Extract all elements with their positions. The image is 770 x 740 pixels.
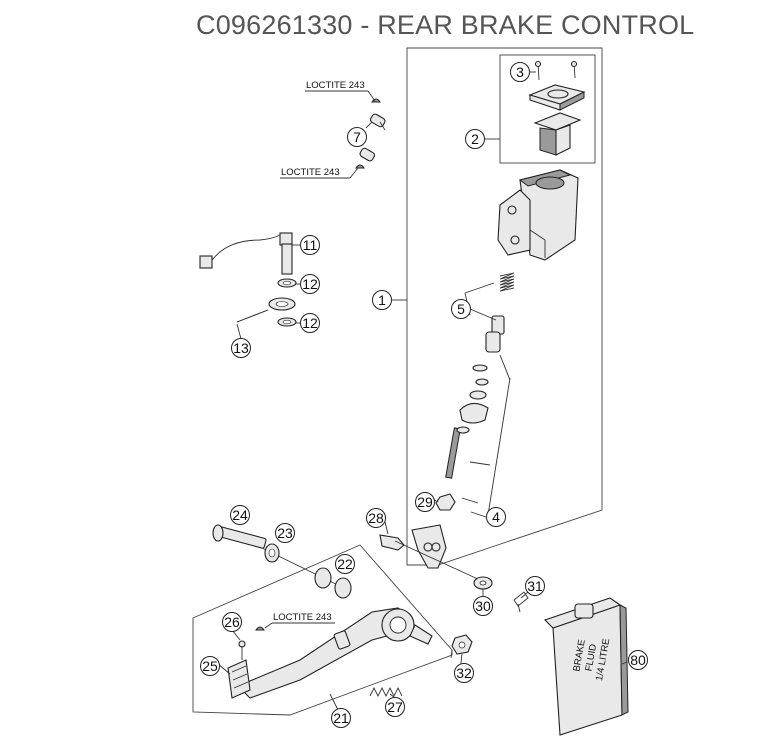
callout-28: 28 xyxy=(366,508,386,528)
locknut-part xyxy=(435,493,456,511)
callout-number: 5 xyxy=(457,301,465,317)
callout-31: 31 xyxy=(525,576,545,596)
callout-number: 32 xyxy=(456,665,472,681)
loctite-label: LOCTITE 243 xyxy=(306,80,365,91)
brake-pedal-part xyxy=(237,607,433,699)
callout-12: 12 xyxy=(300,313,320,333)
callout-11: 11 xyxy=(300,235,320,255)
callout-number: 80 xyxy=(630,652,646,668)
page-title: C096261330 - REAR BRAKE CONTROL xyxy=(196,10,695,40)
callout-number: 24 xyxy=(232,507,248,523)
callout-29: 29 xyxy=(415,492,435,512)
callout-2: 2 xyxy=(465,129,485,149)
brake-light-switch-part xyxy=(199,232,293,275)
bushing-part xyxy=(314,567,352,599)
callout-5: 5 xyxy=(451,299,471,319)
callout-number: 7 xyxy=(353,129,361,145)
brake-fluid-bottle-part xyxy=(543,597,629,736)
callout-number: 30 xyxy=(475,598,491,614)
callout-number: 4 xyxy=(492,509,500,525)
callout-24: 24 xyxy=(230,505,250,525)
callout-number: 22 xyxy=(337,556,353,572)
callout-1: 1 xyxy=(372,290,392,310)
brake-pedal-group-frame xyxy=(192,544,453,716)
callout-25: 25 xyxy=(200,656,220,676)
loctite-annotation: LOCTITE 243 xyxy=(280,167,359,179)
brake-fluid-label-line2: FLUID xyxy=(584,643,600,672)
callout-number: 23 xyxy=(277,525,293,541)
callout-26: 26 xyxy=(222,612,242,632)
loctite-annotation: LOCTITE 243 xyxy=(264,612,335,629)
callout-27: 27 xyxy=(385,697,405,717)
brake-hose-part xyxy=(236,297,296,323)
callout-23: 23 xyxy=(275,523,295,543)
reservoir-cap-group-frame xyxy=(499,54,596,164)
callout-32: 32 xyxy=(454,663,474,683)
brake-fluid-label: BRAKE FLUID 1/4 LITRE xyxy=(571,638,612,682)
callout-number: 29 xyxy=(417,494,433,510)
footrest-tip-part xyxy=(227,626,265,699)
callout-number: 11 xyxy=(303,237,318,253)
callout-number: 26 xyxy=(224,614,240,630)
callout-number: 31 xyxy=(527,578,543,594)
callout-number: 21 xyxy=(333,710,349,726)
callout-4: 4 xyxy=(486,507,506,527)
callout-number: 13 xyxy=(233,340,249,356)
callout-12: 12 xyxy=(300,274,320,294)
pivot-bolt-part xyxy=(212,524,349,591)
callout-13: 13 xyxy=(231,338,251,358)
loctite-annotation: LOCTITE 243 xyxy=(305,80,376,102)
callout-leader-lines xyxy=(217,71,628,711)
master-cylinder-body xyxy=(497,169,579,261)
washer-part xyxy=(473,576,493,590)
callout-number: 25 xyxy=(202,658,218,674)
callout-80: 80 xyxy=(628,650,648,670)
callout-number: 12 xyxy=(302,315,318,331)
split-pin-part xyxy=(513,591,529,613)
callout-number: 12 xyxy=(302,276,318,292)
banjo-bolt-part xyxy=(355,98,386,169)
clevis-fork-part xyxy=(379,524,481,581)
callout-number: 28 xyxy=(368,510,384,526)
callout-number: 2 xyxy=(471,131,479,147)
callout-number: 3 xyxy=(516,64,524,80)
callout-22: 22 xyxy=(335,554,355,574)
pedal-nut-part xyxy=(451,634,473,655)
loctite-label: LOCTITE 243 xyxy=(281,167,340,178)
callout-3: 3 xyxy=(510,62,530,82)
callout-number: 1 xyxy=(378,292,386,308)
callout-30: 30 xyxy=(473,596,493,616)
return-spring-part xyxy=(369,686,403,698)
loctite-label: LOCTITE 243 xyxy=(273,612,332,623)
callout-number: 27 xyxy=(387,699,403,715)
reservoir-cap-part xyxy=(528,60,586,156)
callout-21: 21 xyxy=(331,708,351,728)
washer-23-part xyxy=(264,543,280,563)
master-cylinder-assembly-frame xyxy=(406,47,603,566)
piston-kit-part xyxy=(445,272,515,516)
sealing-washer-part xyxy=(277,278,297,327)
callout-7: 7 xyxy=(347,127,367,147)
